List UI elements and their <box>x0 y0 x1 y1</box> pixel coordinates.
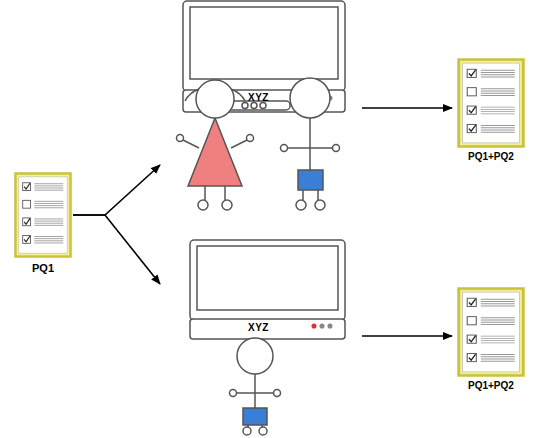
brand-label: XYZ <box>248 92 269 103</box>
questionnaire-sheet <box>457 287 525 377</box>
questionnaire-label: PQ1+PQ2 <box>468 151 514 162</box>
questionnaire-sheet <box>457 58 525 148</box>
questionnaire-label: PQ1 <box>32 262 54 274</box>
questionnaire-label: PQ1+PQ2 <box>468 380 514 391</box>
flow-arrow <box>73 215 160 284</box>
flow-arrow <box>362 107 452 109</box>
tv-set <box>190 240 345 339</box>
questionnaire: PQ1+PQ2 <box>452 58 530 166</box>
brand-label: XYZ <box>248 322 269 333</box>
flow-arrow <box>362 335 452 337</box>
tv-scene: XYZ <box>160 0 362 214</box>
boy-figure <box>281 78 340 210</box>
flow-arrow <box>73 165 160 215</box>
boy-figure <box>230 338 281 435</box>
questionnaire: PQ1+PQ2 <box>452 287 530 395</box>
questionnaire-sheet <box>14 172 72 258</box>
questionnaire: PQ1 <box>13 172 73 278</box>
girl-figure <box>177 80 254 210</box>
tv-scene: XYZ <box>160 232 362 436</box>
